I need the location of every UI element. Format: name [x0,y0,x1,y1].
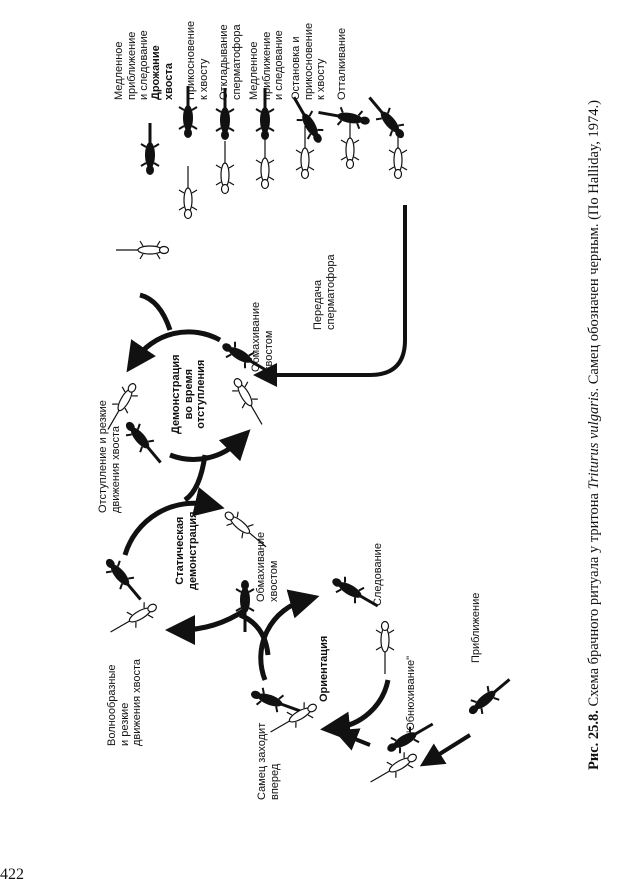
cycle-title-static-display: Статическая демонстрация [174,511,199,590]
label-line: во время [182,369,195,420]
label-line: прикосновение [302,22,315,100]
label-line: и резкие [118,702,131,746]
label-line: и следование [273,30,285,100]
label-line: движения хвоста [131,659,143,746]
label-male-ahead: Самец заходит вперед [256,723,281,800]
sequence-label: Медленное приближение и следование [113,30,151,100]
label-line: отступления [195,359,207,429]
sequence-newts [139,84,412,220]
label-following: Следование [372,543,385,606]
sequence-label: Остановка и прикосновение к хвосту [290,23,328,100]
label-line: Следование [372,543,384,606]
retreat-display-cycle [126,205,407,503]
label-line: Дрожание [150,45,162,100]
label-line: хвостом [267,560,280,602]
label-line: Самец заходит [256,722,268,800]
label-line: Обмахивание [250,301,262,372]
sequence-label: Прикосновение к хвосту [185,21,210,100]
label-sniffing: ''Обнюхивание'' [405,656,418,735]
label-line: Статическая [174,516,186,585]
cycle-title-orientation: Ориентация [318,636,331,702]
label-line: ''Обнюхивание'' [405,655,417,735]
label-line: движения хвоста [109,426,122,513]
sequence-label: Отталкивание [336,28,349,100]
label-line: Медленное [113,41,125,100]
page-number: 422 [0,866,24,883]
label-line: Ориентация [318,635,330,702]
label-line: Остановка и [290,36,302,101]
label-line: Медленное [248,41,260,100]
label-line: хвоста [162,63,175,100]
label-line: к хвосту [315,58,327,100]
label-fanning-2: Обмахивание хвостом [255,532,280,602]
caption-species: Triturus vulgaris [586,391,602,490]
figure-caption: Рис. 25.8. Схема брачного ритуала у трит… [586,100,602,770]
label-line: Отталкивание [336,27,348,100]
label-retreat: Отступление и резкие движения хвоста [97,400,122,513]
label-line: сперматофора [230,24,243,100]
orientation-cycle [238,589,472,767]
label-line: Передача [312,279,324,330]
caption-prefix: Рис. 25.8. [586,710,602,770]
label-line: сперматофора [324,254,337,330]
label-line: вперед [268,763,281,800]
label-line: и следование [138,30,150,100]
label-fanning-1: Обмахивание хвостом [250,302,275,372]
label-line: Откладывание [218,24,230,100]
label-line: Прикосновение [185,20,197,100]
label-line: Демонстрация [170,354,182,434]
caption-text: Схема брачного ритуала у тритона [586,493,602,707]
static-display-cycle [122,487,247,645]
sequence-label: Медленное приближение и следование [248,30,286,100]
caption-text: . Самец обозначен черным. (По Halliday, … [586,100,602,392]
label-line: приближение [260,31,273,100]
label-line: Приближение [470,592,482,663]
sequence-label: Дрожание хвоста [150,45,175,100]
label-transfer: Передача сперматофора [312,254,337,330]
sequence-label: Откладывание сперматофора [218,24,243,100]
label-line: Отступление и резкие [97,400,109,513]
label-line: хвостом [262,330,275,372]
label-line: Волнообразные [106,664,118,747]
label-line: демонстрация [186,511,199,590]
label-line: Обмахивание [255,531,267,602]
label-line: к хвосту [197,58,210,100]
label-approach: Приближение [470,593,483,663]
label-line: приближение [125,31,138,100]
cycle-title-retreat-display: Демонстрация во время отступления [170,354,208,434]
label-wave: Волнообразные и резкие движения хвоста [106,659,144,746]
